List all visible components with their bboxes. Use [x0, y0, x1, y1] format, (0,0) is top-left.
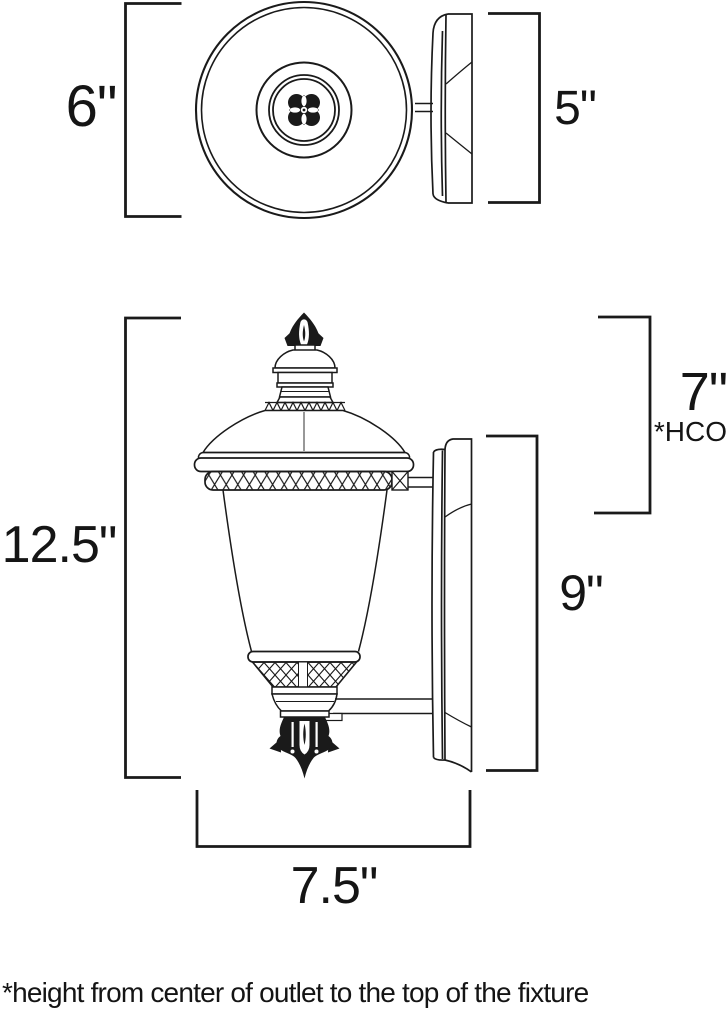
lower-section: [247, 650, 361, 712]
dim-bracket-hco: [594, 315, 652, 515]
finial-top-ornament: [288, 94, 320, 126]
top-view-mount-arm: [415, 102, 433, 113]
top-view-backplate: [430, 13, 473, 204]
bottom-finial: [269, 710, 340, 779]
dim-bracket-top-width: [124, 2, 182, 218]
hco-height-label: 7": [679, 362, 727, 422]
backplate-height-label: 9": [559, 565, 604, 621]
neck-triangle-band: [264, 401, 346, 412]
top-view-width-label: 6": [65, 74, 118, 139]
top-view-drawing: [194, 0, 473, 220]
upper-lattice-band: [204, 470, 409, 491]
dim-bracket-backplate-height: [486, 434, 539, 772]
upper-mount-arm: [408, 476, 433, 488]
side-view-drawing: [193, 312, 473, 779]
overall-height-label: 12.5": [1, 516, 118, 574]
dim-bracket-overall-height: [124, 316, 181, 779]
top-finial-spade: [284, 312, 324, 346]
dim-bracket-top-depth: [488, 12, 541, 204]
overall-width-label: 7.5": [290, 857, 379, 915]
top-view-canopy-circles: [194, 0, 414, 220]
hco-footnote: *height from center of outlet to the top…: [2, 977, 589, 1008]
top-finial-urn: [272, 344, 338, 404]
glass-body: [222, 489, 388, 652]
roof-dome: [193, 409, 415, 473]
side-view-backplate: [431, 438, 473, 773]
dim-bracket-overall-width: [195, 790, 472, 848]
hco-abbr-label: *HCO: [653, 416, 727, 447]
lower-mount-arm: [319, 698, 433, 722]
dimension-brackets: [124, 2, 652, 848]
top-view-depth-label: 5": [554, 82, 597, 135]
